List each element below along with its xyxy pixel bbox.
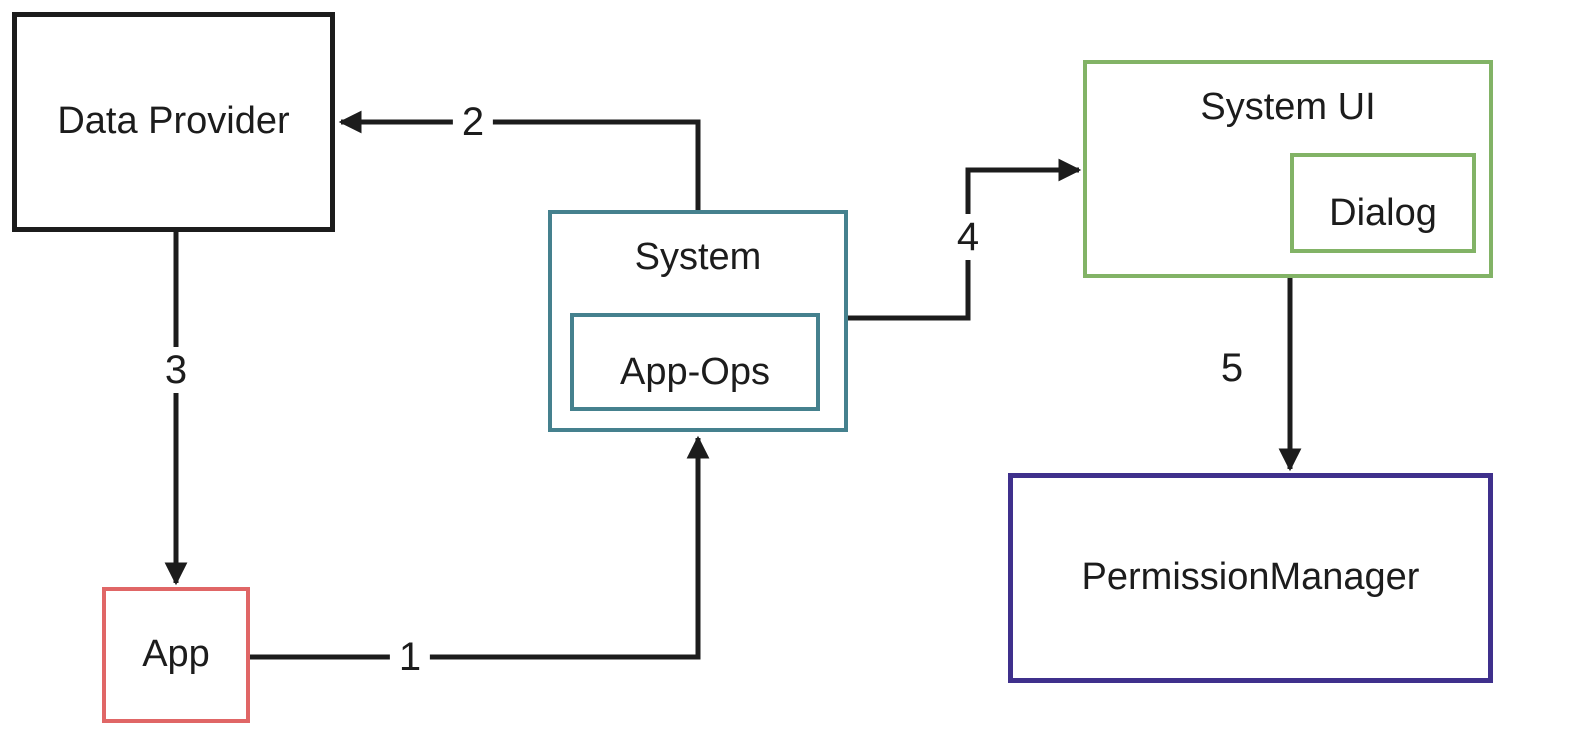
permission-manager-node: PermissionManager xyxy=(1008,473,1493,683)
arrow-1 xyxy=(250,435,710,660)
app-label: App xyxy=(142,633,210,676)
system-ui-label: System UI xyxy=(1200,86,1376,128)
data-provider-node: Data Provider xyxy=(12,12,335,232)
edge-label-3: 3 xyxy=(155,347,197,393)
edge-label-1: 1 xyxy=(389,634,431,680)
dialog-label: Dialog xyxy=(1329,192,1437,235)
dialog-node: Dialog xyxy=(1290,153,1476,253)
permission-manager-label: PermissionManager xyxy=(1081,556,1420,599)
edge-label-2: 2 xyxy=(452,99,494,145)
arrow-2 xyxy=(338,110,701,212)
app-ops-node: App-Ops xyxy=(570,313,820,411)
edge-label-5: 5 xyxy=(1220,346,1244,390)
app-ops-label: App-Ops xyxy=(620,351,770,394)
app-node: App xyxy=(102,587,250,723)
system-node: System App-Ops xyxy=(548,210,848,432)
system-label: System xyxy=(634,236,762,278)
data-provider-label: Data Provider xyxy=(57,100,290,143)
system-ui-node: System UI Dialog xyxy=(1083,60,1493,278)
edge-label-4: 4 xyxy=(947,214,989,260)
